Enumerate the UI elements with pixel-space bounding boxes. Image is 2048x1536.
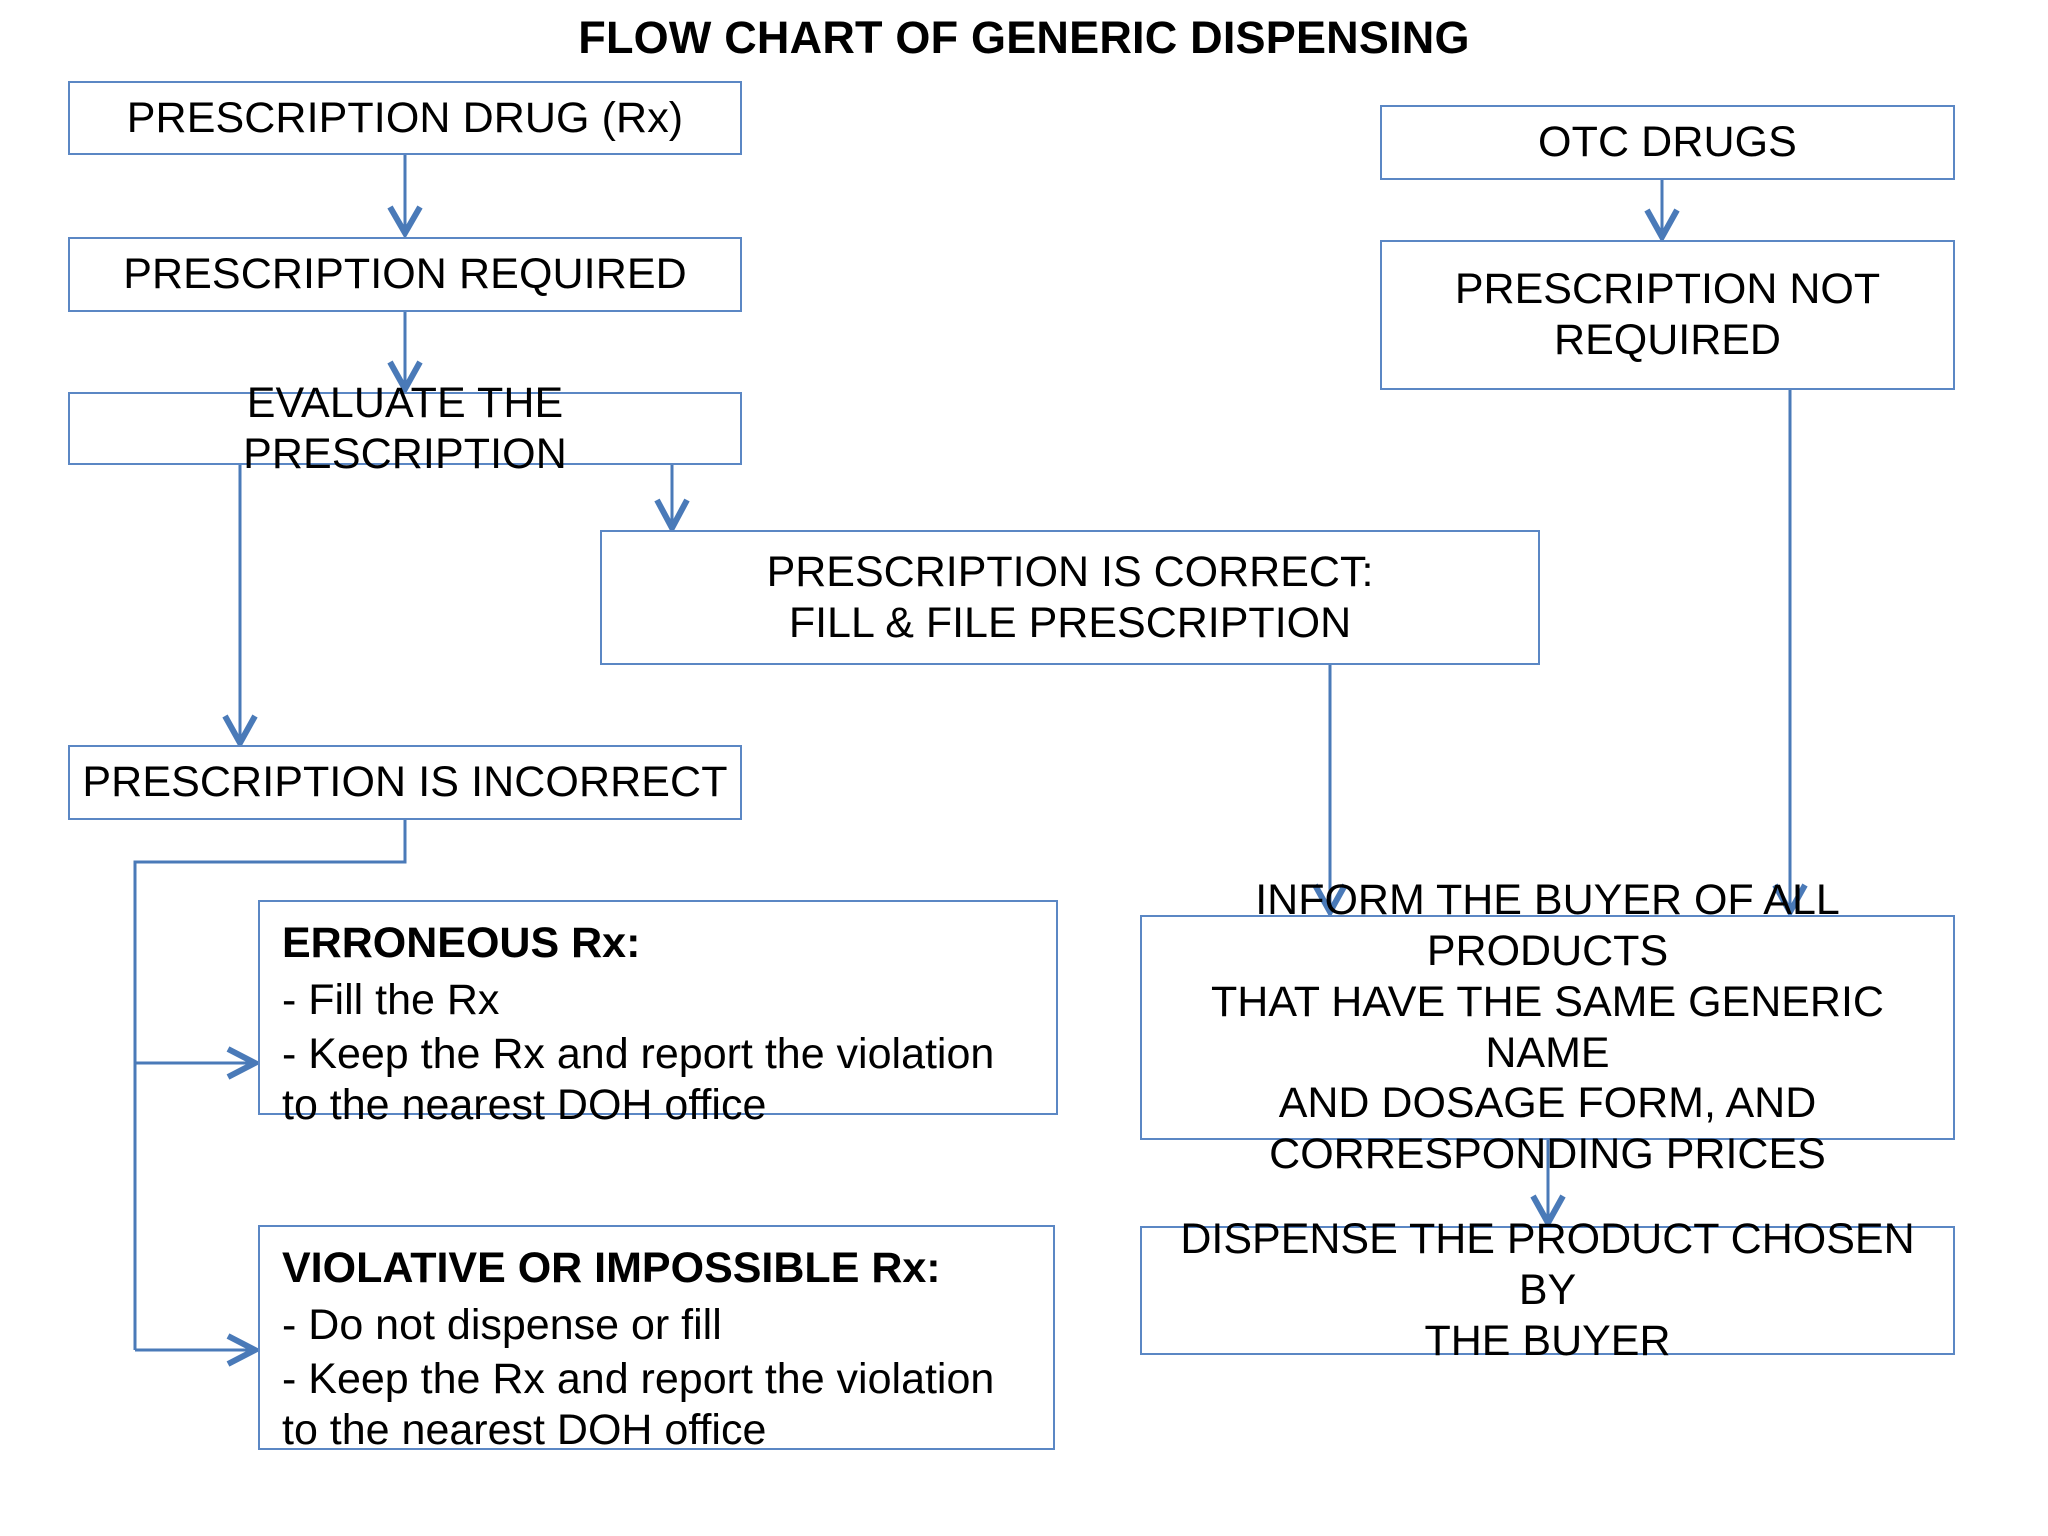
- node-violative-rx-item-1: - Do not dispense or fill: [282, 1300, 722, 1349]
- node-inform-buyer-line1: INFORM THE BUYER OF ALL PRODUCTS: [1255, 876, 1840, 976]
- node-prescription-incorrect-label: PRESCRIPTION IS INCORRECT: [82, 758, 728, 807]
- node-dispense-product-line1: DISPENSE THE PRODUCT CHOSEN BY: [1180, 1215, 1915, 1315]
- edge-noprescription-to-inform: [1772, 390, 1808, 919]
- node-inform-buyer-line4: CORRESPONDING PRICES: [1269, 1129, 1826, 1178]
- node-prescription-correct[interactable]: PRESCRIPTION IS CORRECT: FILL & FILE PRE…: [600, 530, 1540, 665]
- edge-evaluate-to-incorrect: [222, 465, 258, 750]
- node-prescription-required-label: PRESCRIPTION REQUIRED: [123, 250, 687, 299]
- node-prescription-not-required-line1: PRESCRIPTION NOT: [1454, 265, 1881, 314]
- node-erroneous-rx-item-1: - Fill the Rx: [282, 975, 500, 1024]
- node-inform-buyer[interactable]: INFORM THE BUYER OF ALL PRODUCTS THAT HA…: [1140, 876, 1955, 1178]
- node-prescription-drug-label: PRESCRIPTION DRUG (Rx): [126, 93, 684, 142]
- page-title: FLOW CHART OF GENERIC DISPENSING: [578, 12, 1470, 63]
- node-inform-buyer-line3: AND DOSAGE FORM, AND: [1278, 1079, 1817, 1128]
- edge-drug-to-required: [387, 155, 423, 240]
- node-inform-buyer-line2: THAT HAVE THE SAME GENERIC NAME: [1211, 977, 1884, 1077]
- node-prescription-drug[interactable]: PRESCRIPTION DRUG (Rx): [68, 81, 742, 155]
- node-violative-rx[interactable]: VIOLATIVE OR IMPOSSIBLE Rx: - Do not dis…: [258, 1225, 1055, 1454]
- node-otc-drugs[interactable]: OTC DRUGS: [1380, 105, 1955, 180]
- node-erroneous-rx[interactable]: ERRONEOUS Rx: - Fill the Rx - Keep the R…: [258, 900, 1058, 1129]
- node-prescription-incorrect[interactable]: PRESCRIPTION IS INCORRECT: [68, 745, 742, 820]
- node-prescription-correct-line1: PRESCRIPTION IS CORRECT:: [766, 547, 1374, 596]
- node-prescription-required[interactable]: PRESCRIPTION REQUIRED: [68, 237, 742, 312]
- node-dispense-product-line2: THE BUYER: [1424, 1316, 1671, 1365]
- node-dispense-product[interactable]: DISPENSE THE PRODUCT CHOSEN BY THE BUYER: [1140, 1215, 1955, 1365]
- node-evaluate-prescription[interactable]: EVALUATE THE PRESCRIPTION: [68, 379, 742, 478]
- node-erroneous-rx-heading: ERRONEOUS Rx:: [282, 919, 641, 967]
- node-prescription-not-required-line2: REQUIRED: [1554, 316, 1781, 364]
- edge-otc-to-noprescription: [1644, 180, 1680, 244]
- node-prescription-not-required[interactable]: PRESCRIPTION NOT REQUIRED: [1380, 240, 1955, 390]
- node-evaluate-prescription-label: EVALUATE THE PRESCRIPTION: [243, 378, 567, 478]
- node-prescription-correct-line2: FILL & FILE PRESCRIPTION: [788, 598, 1352, 647]
- node-erroneous-rx-item-2: - Keep the Rx and report the violation t…: [282, 1030, 995, 1130]
- node-violative-rx-item-2: - Keep the Rx and report the violation t…: [282, 1355, 995, 1455]
- node-otc-drugs-label: OTC DRUGS: [1538, 118, 1797, 167]
- node-violative-rx-heading: VIOLATIVE OR IMPOSSIBLE Rx:: [282, 1244, 941, 1292]
